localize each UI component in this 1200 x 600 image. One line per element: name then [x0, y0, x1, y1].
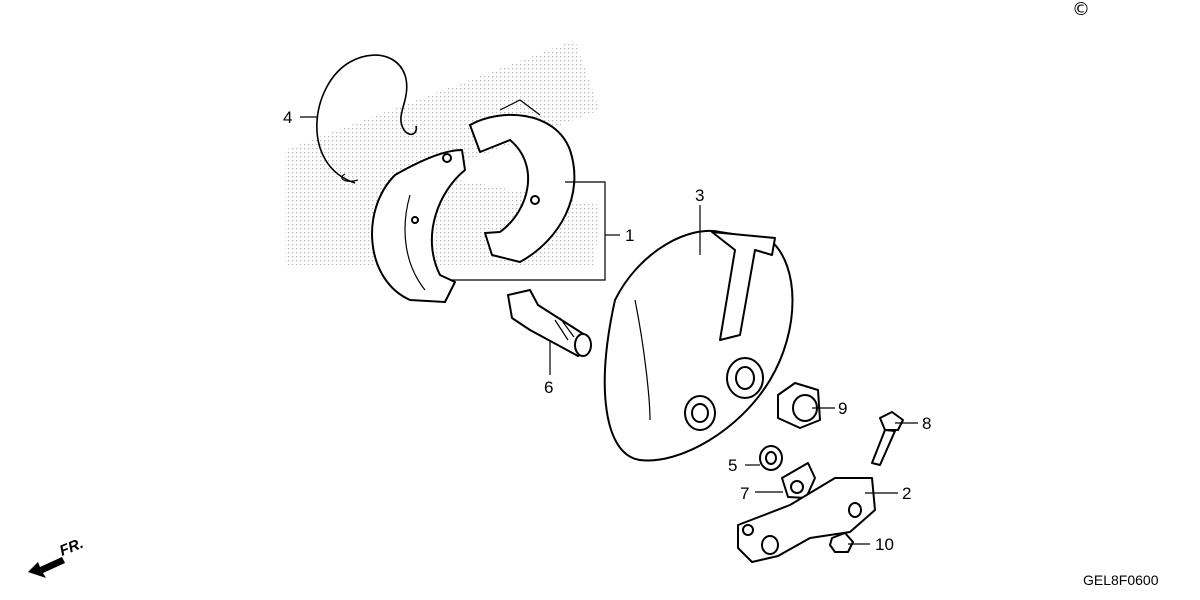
copyright-symbol: ©: [1072, 0, 1090, 20]
callout-4: 4: [283, 108, 292, 127]
callout-3: 3: [695, 186, 704, 205]
nut: [829, 532, 854, 553]
bolt: [871, 411, 904, 466]
callout-5: 5: [728, 456, 737, 475]
front-label: FR.: [57, 535, 86, 560]
brake-shoe-rear: [469, 99, 576, 263]
diagram-code: GEL8F0600: [1083, 572, 1159, 588]
callout-8: 8: [922, 414, 931, 433]
callout-7: 7: [740, 484, 749, 503]
brake-arm: [737, 477, 876, 563]
callout-10: 10: [875, 535, 894, 554]
callout-6: 6: [544, 378, 553, 397]
front-direction-arrow: FR.: [28, 535, 86, 578]
washer-hole: [765, 451, 777, 465]
leader-lines: [300, 116, 918, 545]
wear-indicator-plate: [781, 462, 816, 499]
callout-1: 1: [625, 226, 634, 245]
callout-2: 2: [902, 484, 911, 503]
brake-cam: [507, 289, 592, 357]
brake-panel: [603, 229, 794, 462]
callout-9: 9: [838, 399, 847, 418]
bushing: [777, 382, 821, 429]
brake-shoe-front: [371, 149, 466, 303]
spring-ring: [316, 54, 418, 184]
